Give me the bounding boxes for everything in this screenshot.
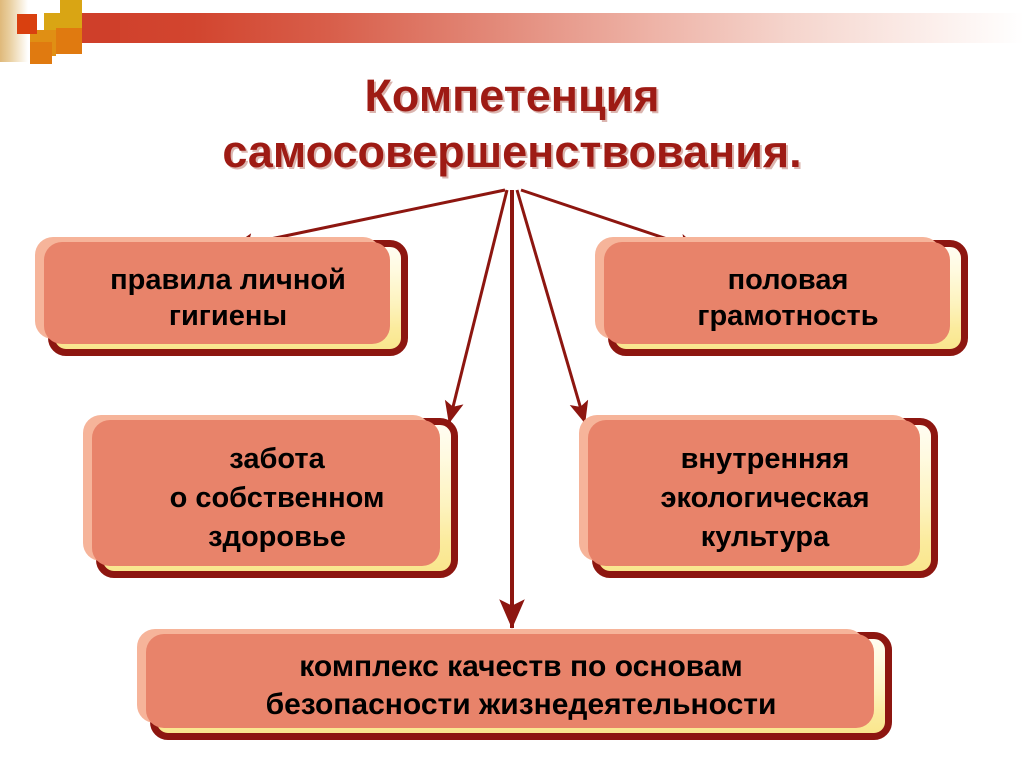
- slide-title: Компетенция самосовершенствования.: [0, 68, 1024, 180]
- slide-title-line-1: Компетенция: [364, 70, 660, 121]
- arrow-to-health: [444, 189, 509, 424]
- decor-red-square: [17, 14, 37, 34]
- decor-red-block: [78, 13, 120, 43]
- decor-gradient-bar: [58, 13, 1024, 43]
- decor-orange-square-1: [56, 28, 82, 54]
- decorative-header: [0, 0, 1024, 70]
- decor-orange-square-3: [30, 42, 52, 64]
- arrow-to-ecology: [515, 189, 589, 424]
- slide-title-line-2: самосовершенствования.: [222, 126, 802, 177]
